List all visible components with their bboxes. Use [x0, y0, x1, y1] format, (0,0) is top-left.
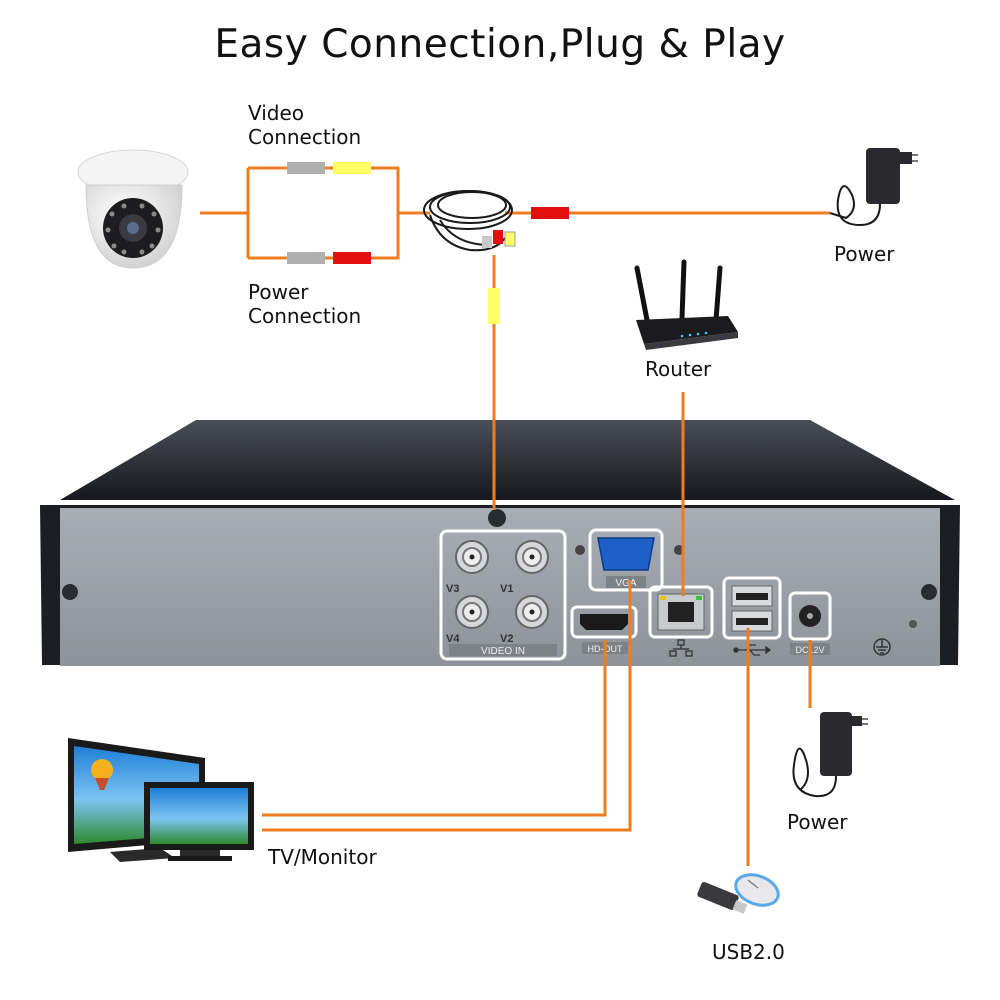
usb-ports[interactable]	[722, 576, 782, 656]
video-connection-label: Video Connection	[248, 101, 361, 149]
page-title: Easy Connection,Plug & Play	[214, 22, 786, 67]
screw-hole-icon	[909, 620, 917, 628]
power-adapter-icon	[829, 148, 918, 227]
screw-icon	[921, 584, 937, 600]
power-connection-label: Power Connection	[248, 280, 361, 328]
usb-label: USB2.0	[712, 940, 785, 964]
video-plug-yellow	[333, 162, 371, 174]
video-plug-vertical	[488, 288, 500, 324]
hdmi-cable	[262, 640, 607, 817]
port-label-v3: V3	[446, 583, 459, 595]
router-icon	[634, 259, 738, 350]
vga-label: VGA	[615, 578, 636, 589]
bnc-port-v2[interactable]	[515, 595, 549, 629]
screw-icon	[62, 584, 78, 600]
power-plug-red-right	[531, 207, 569, 219]
video-connection-line-1: Video	[248, 101, 305, 125]
video-in-block[interactable]: V3 V1 V4 V2 VIDEO IN	[439, 529, 567, 661]
router-label: Router	[645, 357, 712, 381]
power-bottom-label: Power	[787, 810, 848, 834]
tv-monitor-icon	[68, 738, 254, 862]
dvr-recorder: V3 V1 V4 V2 VIDEO IN VGA HD-OUT	[40, 420, 960, 666]
tv-monitor-label: TV/Monitor	[268, 845, 377, 869]
power-top-label: Power	[834, 242, 895, 266]
video-in-label: VIDEO IN	[481, 646, 525, 657]
ground-icon	[873, 638, 891, 656]
screw-icon	[488, 509, 506, 527]
usb-drive-icon	[697, 881, 748, 914]
network-icon	[669, 639, 693, 657]
port-label-v2: V2	[500, 633, 513, 645]
vga-cable	[262, 580, 632, 832]
power-connection-line-2: Connection	[248, 304, 362, 328]
power-connection-line-1: Power	[248, 280, 309, 304]
power-plug-red	[333, 252, 371, 264]
bnc-port-v1[interactable]	[515, 540, 549, 574]
usb-mouse-icon	[734, 873, 780, 907]
lan-port[interactable]	[648, 585, 714, 657]
bnc-port-v4[interactable]	[455, 595, 489, 629]
dome-camera-icon	[77, 149, 189, 269]
video-connection-line-2: Connection	[248, 125, 362, 149]
video-power-loop	[248, 166, 400, 260]
bnc-port-v3[interactable]	[455, 540, 489, 574]
power-adapter-bottom-icon	[792, 712, 868, 798]
dvr-top-surface	[60, 420, 955, 500]
power-plug-gray	[287, 252, 325, 264]
port-label-v4: V4	[446, 633, 460, 645]
video-plug-gray	[287, 162, 325, 174]
port-label-v1: V1	[500, 583, 513, 595]
extension-cable-icon	[423, 190, 516, 252]
vga-port[interactable]: VGA	[575, 528, 684, 592]
